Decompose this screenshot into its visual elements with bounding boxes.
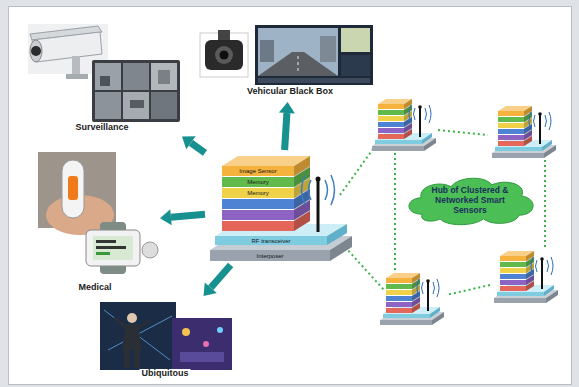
arrow-shaft [285, 113, 287, 150]
application-panel: Surveillance [22, 20, 182, 138]
layer-label: Memory [247, 190, 269, 196]
cloud-outline [409, 178, 533, 224]
smart-sensor-chip [210, 156, 352, 261]
layer-label: Interposer [256, 253, 283, 259]
arrow-head [279, 102, 295, 113]
hub-cloud: Hub of Clustered & Networked Smart Senso… [402, 173, 538, 228]
application-label: Medical [76, 283, 113, 293]
flow-arrow [160, 209, 205, 225]
surveillance-picture [28, 24, 180, 122]
sensor-stacks [372, 99, 558, 325]
flow-arrow [182, 136, 205, 153]
arrow-shaft [211, 265, 231, 288]
application-label: Ubiquitous [140, 369, 191, 379]
black-box-picture [200, 25, 373, 85]
application-panel: Vehicular Black Box [200, 25, 380, 102]
arrow-shaft [191, 143, 205, 153]
sensor-chip-stack: Image SensorMemoryMemoryRF transceiverIn… [205, 150, 357, 265]
hub-label: Hub of Clustered & Networked Smart Senso… [418, 185, 522, 216]
layer-label: Memory [247, 179, 269, 185]
arrow-head [204, 282, 217, 296]
arrow-head [160, 209, 172, 225]
flow-arrow [204, 265, 231, 296]
flow-arrow [279, 102, 295, 150]
layer-label: Image Sensor [239, 168, 276, 174]
layer-label: RF transceiver [251, 238, 290, 244]
medical-picture [38, 152, 158, 274]
ubiquitous-picture [100, 302, 232, 370]
application-panel: Ubiquitous [95, 296, 235, 384]
application-panel: Medical [30, 150, 160, 298]
arrow-head [182, 136, 196, 149]
application-label: Surveillance [73, 123, 130, 133]
arrow-shaft [171, 214, 205, 217]
application-label: Vehicular Black Box [245, 87, 335, 97]
